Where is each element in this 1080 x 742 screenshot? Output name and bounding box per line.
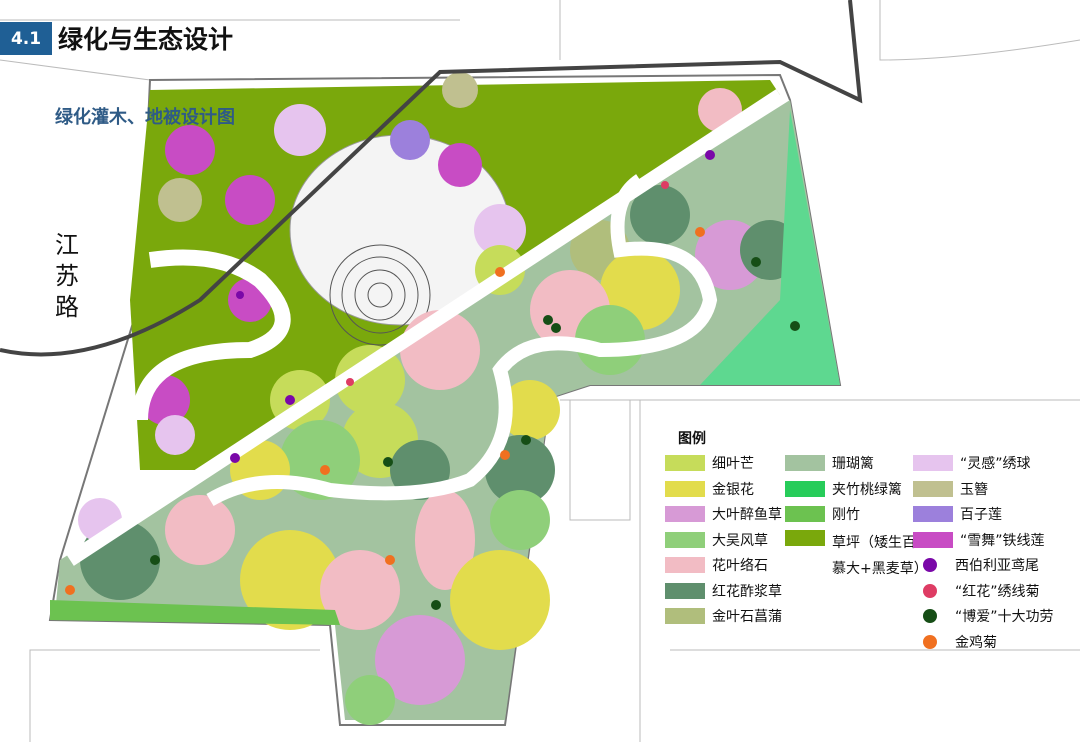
legend-dot-icon <box>923 558 937 572</box>
legend-item: 金鸡菊 <box>913 632 997 652</box>
plan-subtitle: 绿化灌木、地被设计图 <box>55 107 235 128</box>
legend-label: 金叶石菖蒲 <box>712 609 782 625</box>
legend-swatch <box>785 455 825 471</box>
legend-swatch <box>665 608 705 624</box>
legend-item: “红花”绣线菊 <box>913 581 1040 601</box>
curved-path <box>206 174 718 507</box>
legend-dot-icon <box>923 583 937 598</box>
legend-label: 金银花 <box>712 481 754 498</box>
legend-item: “灵感”绣球 <box>913 453 1031 473</box>
legend-title: 图例 <box>678 431 706 447</box>
legend-swatch <box>913 531 953 548</box>
legend-label: 百子莲 <box>960 507 1002 523</box>
legend-label: 金鸡菊 <box>955 634 997 651</box>
legend-label: “红花”绣线菊 <box>955 583 1040 600</box>
section-badge: 4.1 <box>0 22 52 55</box>
legend-swatch <box>913 455 953 471</box>
legend-item: 西伯利亚鸢尾 <box>913 555 1039 575</box>
legend-swatch <box>785 480 825 497</box>
legend-item: 大吴风草 <box>665 530 768 550</box>
legend-label: “灵感”绣球 <box>960 456 1031 472</box>
legend-swatch <box>665 506 705 522</box>
legend-item: 刚竹 <box>785 504 860 524</box>
legend-label: “雪舞”铁线莲 <box>960 532 1045 549</box>
legend-label: 红花酢浆草 <box>712 583 782 600</box>
legend-item: 花叶络石 <box>665 555 768 575</box>
legend-label: “博爱”十大功劳 <box>955 609 1054 625</box>
legend-item: 红花酢浆草 <box>665 581 782 601</box>
road-centerline <box>0 0 863 357</box>
legend-swatch <box>913 480 953 497</box>
legend-item: 草坪（矮生百慕大+黑麦草） <box>785 529 928 577</box>
legend-swatch <box>665 557 705 573</box>
legend-dot-icon <box>923 609 937 623</box>
legend-swatch <box>913 506 953 522</box>
upper-path <box>132 249 291 421</box>
legend-label: 大吴风草 <box>712 532 768 549</box>
legend-item: 金叶石菖蒲 <box>665 606 782 626</box>
main-path <box>66 89 784 566</box>
legend-swatch <box>785 529 825 546</box>
road-label: 江苏路 <box>55 231 79 321</box>
legend-item: 夹竹桃绿篱 <box>785 479 902 499</box>
legend-swatch <box>665 582 705 599</box>
legend-label: 夹竹桃绿篱 <box>832 481 902 498</box>
legend-swatch <box>665 480 705 497</box>
legend-dot-icon <box>923 634 937 649</box>
legend-label: 细叶芒 <box>712 456 754 472</box>
legend-label: 草坪（矮生百慕大+黑麦草） <box>832 534 928 577</box>
planting-patches <box>50 72 840 725</box>
legend-label: 珊瑚篱 <box>832 456 874 472</box>
legend-label: 西伯利亚鸢尾 <box>955 558 1039 574</box>
legend-label: 大叶醉鱼草 <box>712 507 782 523</box>
legend-swatch <box>665 455 705 471</box>
legend-label: 刚竹 <box>832 507 860 523</box>
legend: 图例 细叶芒金银花大叶醉鱼草大吴风草花叶络石红花酢浆草金叶石菖蒲 珊瑚篱夹竹桃绿篱… <box>640 428 1080 658</box>
legend-label: 玉簪 <box>960 481 988 498</box>
legend-item: 百子莲 <box>913 504 1002 524</box>
legend-item: “博爱”十大功劳 <box>913 606 1054 626</box>
legend-item: 珊瑚篱 <box>785 453 874 473</box>
legend-swatch <box>785 506 825 522</box>
page-title: 绿化与生态设计 <box>58 25 234 54</box>
legend-item: 玉簪 <box>913 479 988 499</box>
legend-label: 花叶络石 <box>712 558 768 574</box>
plant-dots <box>65 150 800 610</box>
legend-item: 大叶醉鱼草 <box>665 504 782 524</box>
legend-item: 金银花 <box>665 479 754 499</box>
legend-swatch <box>665 531 705 548</box>
legend-item: “雪舞”铁线莲 <box>913 530 1045 550</box>
legend-item: 细叶芒 <box>665 453 754 473</box>
